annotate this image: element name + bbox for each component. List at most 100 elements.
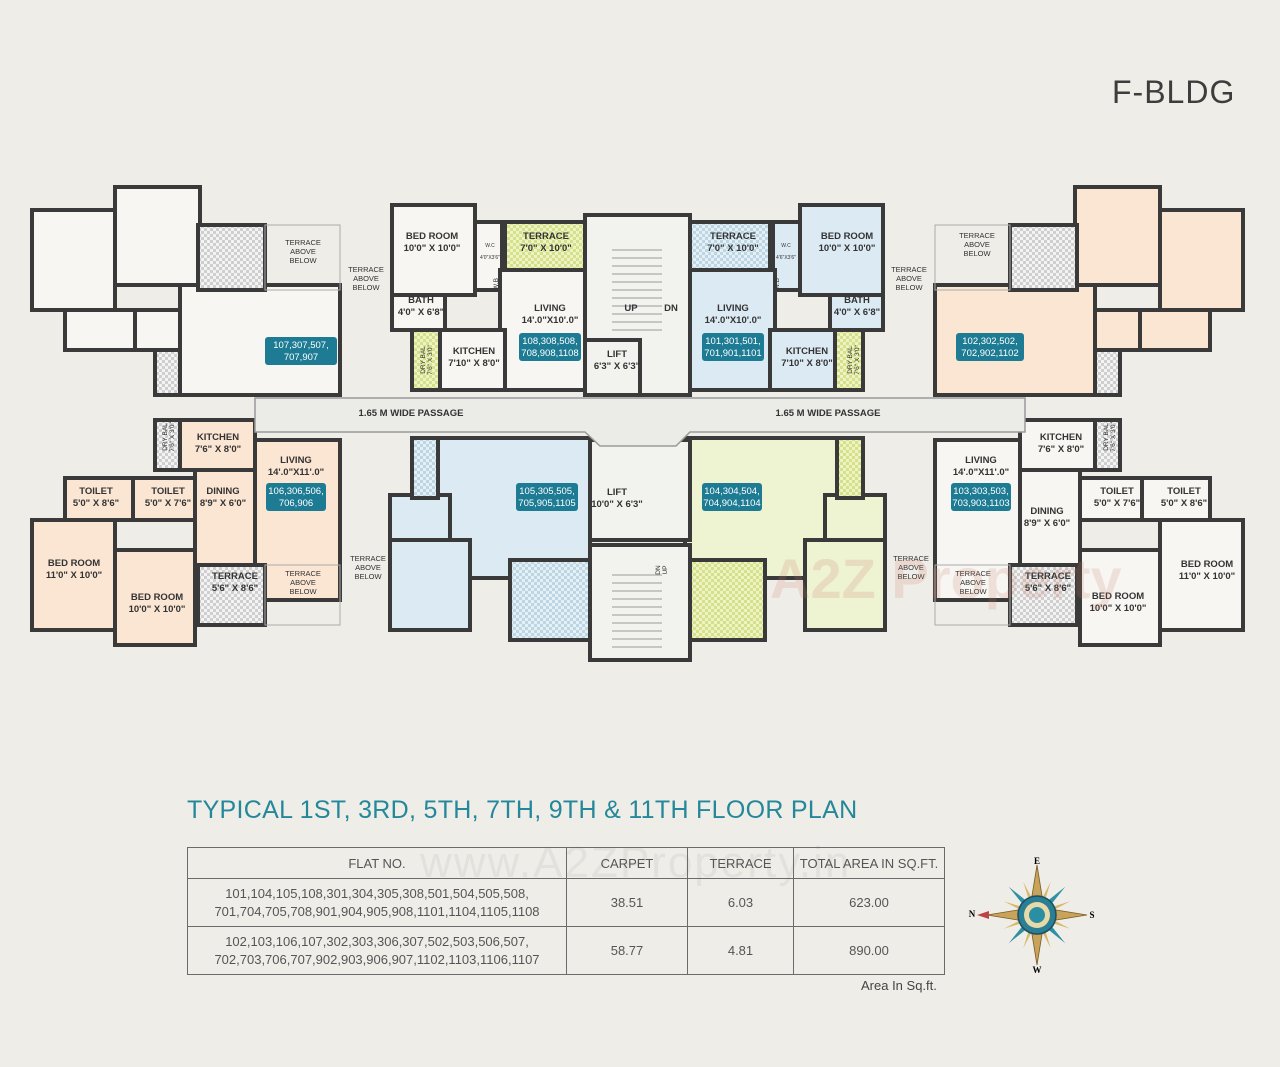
room-label-line: W.C [485,243,495,249]
room-label-line: LIFT [607,487,627,498]
vertical-label: DRY BAL7'6" X 3'0" [420,345,434,375]
room [196,223,267,292]
room-label-line: LIVING [717,303,749,314]
unit-number-line: 102,302,502, [962,336,1017,347]
header-flat-no: FLAT NO. [187,847,567,879]
room [771,220,802,292]
room [798,203,885,297]
unit-number-line: 106,306,506, [268,486,323,497]
unit-105 [388,436,592,642]
room-label-line: TERRACE [285,238,321,247]
carpet-value: 58.77 [566,926,688,975]
room-label-line: ABOVE [353,274,379,283]
area-unit-note: Area In Sq.ft. [861,978,937,993]
room [63,308,137,352]
room [388,538,472,632]
svg-text:105,305,505,705,905,1105: 105,305,505,705,905,1105 [518,486,575,509]
unit-number-line: 701,901,1101 [704,348,761,359]
room-label-line: TOILET [1100,486,1134,497]
room [438,328,507,392]
room-label-line: TERRACE [959,231,995,240]
unit-number-line: 703,903,1103 [952,498,1009,509]
room [828,293,885,332]
flat-numbers-line: 102,103,106,107,302,303,306,307,502,503,… [225,933,529,949]
svg-text:108,308,508,708,908,1108: 108,308,508,708,908,1108 [521,336,578,359]
vertical-label-line: 7'6" X 3'0" [854,345,861,375]
room-label-line: BATH [408,295,434,306]
room-label-line: TOILET [1167,486,1201,497]
compass-east: E [1034,856,1040,866]
room-label-line: KITCHEN [453,346,495,357]
svg-text:107,307,507,707,907: 107,307,507,707,907 [273,340,328,363]
compass-south: S [1089,910,1094,920]
room-label-line: W.C [781,243,791,249]
room [1018,468,1082,572]
room [1093,348,1122,397]
room-label-line: TERRACE [212,571,258,582]
room-label-line: 4'0"X3'6" [480,255,500,261]
room-label-line: BELOW [289,256,317,265]
vertical-label: DRY BAL7'6" X 3'0" [847,345,861,375]
room-label-line: BELOW [963,249,991,258]
room-label-line: 5'0" X 8'6" [1161,498,1207,509]
flat-numbers-line: 702,703,706,707,902,903,906,907,1102,110… [214,951,540,967]
room-label-line: ABOVE [898,563,924,572]
room-label-line: BELOW [289,587,317,596]
vertical-label-line: DRY BAL [1103,423,1110,451]
carpet-value: 38.51 [566,878,688,927]
vertical-label-line: UP [662,565,669,574]
room-label-line: DINING [206,486,239,497]
room-label-line: BED ROOM [1092,591,1144,602]
stair-lift-core [588,543,692,662]
room-label-line: BELOW [897,572,925,581]
watermark-logo: A2Z Property [770,547,1122,610]
room-label-line: KITCHEN [197,432,239,443]
unit-number-badge: 103,303,503,703,903,1103 [951,483,1011,511]
floor-plan-title: TYPICAL 1ST, 3RD, 5TH, 7TH, 9TH & 11TH F… [187,796,858,824]
room [131,476,197,522]
room-label-line: 8'9" X 6'0" [1024,518,1070,529]
room-label-line: 7'10" X 8'0" [448,358,500,369]
room [933,438,1022,602]
room [688,268,777,392]
room-label-line: LIVING [280,455,312,466]
room [1158,208,1245,312]
header-terrace: TERRACE [687,847,794,879]
room-label-line: TOILET [79,486,113,497]
room [934,224,1011,291]
room [153,348,182,397]
room-label-line: UP [624,303,638,314]
room [410,436,440,500]
room-label-line: BED ROOM [131,592,183,603]
room [30,518,117,632]
room [803,538,887,632]
room-label-line: 14'.0"X10'.0" [522,315,579,326]
unit-number-line: 705,905,1105 [518,498,575,509]
room [178,418,257,472]
room [264,564,341,626]
unit-number-badge: 106,306,506,706,906 [266,483,326,511]
room-label-line: ABOVE [960,578,986,587]
vertical-label-line: DRY BAL [420,346,427,374]
unit-number-badge: 108,308,508,708,908,1108 [519,333,581,361]
room-label-line: LIFT [607,349,627,360]
room-label-line: ABOVE [290,247,316,256]
